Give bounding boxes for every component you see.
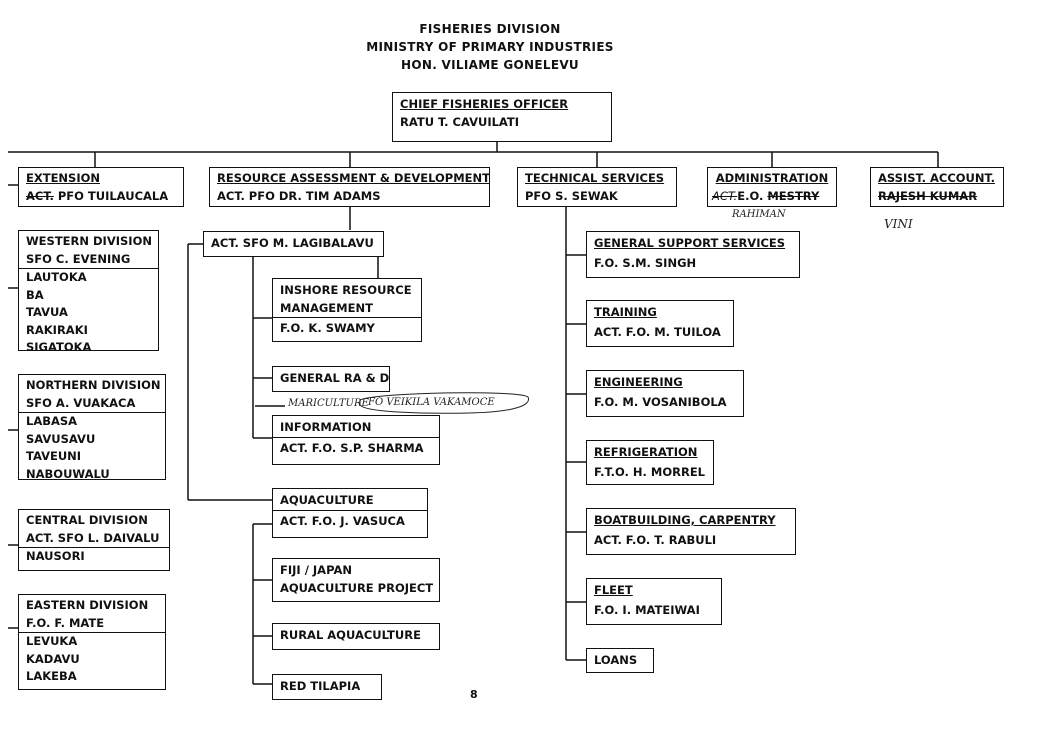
technical-unit-name: ACT. F.O. M. TUILOA bbox=[594, 324, 721, 339]
inshore-box: INSHORE RESOURCE MANAGEMENT F.O. K. SWAM… bbox=[272, 278, 422, 342]
inshore-title-2: MANAGEMENT bbox=[280, 300, 373, 315]
technical-name: PFO S. SEWAK bbox=[525, 188, 618, 203]
mariculture-oval bbox=[359, 392, 530, 414]
inshore-title-1: INSHORE RESOURCE bbox=[280, 283, 412, 297]
technical-unit-title: FLEET bbox=[594, 583, 633, 597]
western-title: WESTERN DIVISION bbox=[26, 234, 152, 248]
header-line-3: HON. VILIAME GONELEVU bbox=[401, 58, 579, 72]
extension-box: EXTENSION ACT. PFO TUILAUCALA bbox=[18, 167, 184, 207]
page-number: 8 bbox=[470, 688, 478, 701]
technical-unit-title: TRAINING bbox=[594, 305, 657, 319]
northern-division-box: NORTHERN DIVISION SFO A. VUAKACA LABASA … bbox=[18, 374, 166, 480]
fiji-japan-line-2: AQUACULTURE PROJECT bbox=[280, 580, 434, 595]
accounts-handwritten: VINI bbox=[884, 217, 913, 231]
eastern-station: LEVUKA bbox=[19, 632, 165, 651]
technical-unit-name: F.O. I. MATEIWAI bbox=[594, 602, 700, 617]
western-officer: SFO C. EVENING bbox=[26, 251, 131, 266]
header-line-1: FISHERIES DIVISION bbox=[419, 22, 561, 36]
northern-station: NABOUWALU bbox=[26, 466, 110, 481]
chief-name: RATU T. CAVUILATI bbox=[400, 114, 520, 129]
chief-title: CHIEF FISHERIES OFFICER bbox=[400, 97, 569, 111]
technical-unit-title: BOATBUILDING, CARPENTRY bbox=[594, 513, 776, 527]
technical-unit-title: ENGINEERING bbox=[594, 375, 683, 389]
administration-struck-name: MESTRY bbox=[767, 188, 820, 203]
sfo-name: ACT. SFO M. LAGIBALAVU bbox=[211, 236, 374, 250]
eastern-division-box: EASTERN DIVISION F.O. F. MATE LEVUKA KAD… bbox=[18, 594, 166, 690]
general-rad-title: GENERAL RA & D bbox=[280, 371, 390, 385]
western-station: RAKIRAKI bbox=[26, 322, 88, 337]
eastern-station: LAKEBA bbox=[26, 669, 77, 683]
technical-unit-box: FLEET F.O. I. MATEIWAI bbox=[586, 578, 722, 625]
extension-name-struck: ACT. bbox=[26, 188, 54, 203]
western-station: LAUTOKA bbox=[19, 268, 158, 287]
resource-title: RESOURCE ASSESSMENT & DEVELOPMENT bbox=[217, 171, 490, 185]
administration-box: ADMINISTRATION ACT.E.O. MESTRY bbox=[707, 167, 837, 207]
northern-station: TAVEUNI bbox=[26, 449, 82, 463]
accounts-struck-name: RAJESH KUMAR bbox=[878, 188, 978, 203]
technical-unit-box: REFRIGERATION F.T.O. H. MORREL bbox=[586, 440, 714, 485]
information-title: INFORMATION bbox=[280, 420, 372, 434]
eastern-station: KADAVU bbox=[26, 651, 80, 666]
northern-title: NORTHERN DIVISION bbox=[26, 378, 161, 392]
northern-station: SAVUSAVU bbox=[26, 431, 96, 446]
technical-unit-box: GENERAL SUPPORT SERVICES F.O. S.M. SINGH bbox=[586, 231, 800, 278]
mariculture-officer-note: FO VEIKILA VAKAMOCE bbox=[368, 397, 495, 408]
accounts-box: ASSIST. ACCOUNT. RAJESH KUMAR bbox=[870, 167, 1004, 207]
technical-unit-box: TRAINING ACT. F.O. M. TUILOA bbox=[586, 300, 734, 347]
administration-title: ADMINISTRATION bbox=[715, 171, 829, 185]
resource-name: ACT. PFO DR. TIM ADAMS bbox=[217, 188, 381, 203]
western-station: BA bbox=[26, 287, 44, 302]
northern-officer: SFO A. VUAKACA bbox=[26, 395, 136, 410]
fiji-japan-line-1: FIJI / JAPAN bbox=[280, 563, 352, 577]
administration-prefix: ACT. bbox=[712, 188, 738, 203]
mariculture-note: MARICULTURE bbox=[288, 398, 369, 409]
western-station: TAVUA bbox=[26, 305, 68, 319]
resource-box: RESOURCE ASSESSMENT & DEVELOPMENT ACT. P… bbox=[209, 167, 490, 207]
northern-station: LABASA bbox=[19, 412, 165, 431]
extension-title: EXTENSION bbox=[26, 171, 101, 185]
rural-aquaculture-box: RURAL AQUACULTURE bbox=[272, 623, 440, 650]
technical-box: TECHNICAL SERVICES PFO S. SEWAK bbox=[517, 167, 677, 207]
central-officer: ACT. SFO L. DAIVALU bbox=[26, 530, 160, 545]
technical-unit-name: F.O. S.M. SINGH bbox=[594, 255, 697, 270]
extension-name: ACT. PFO TUILAUCALA bbox=[19, 188, 183, 206]
technical-unit-box: BOATBUILDING, CARPENTRY ACT. F.O. T. RAB… bbox=[586, 508, 796, 555]
central-station: NAUSORI bbox=[19, 547, 169, 566]
extension-name-text: PFO TUILAUCALA bbox=[57, 188, 169, 203]
central-title: CENTRAL DIVISION bbox=[26, 513, 148, 527]
eastern-officer: F.O. F. MATE bbox=[26, 615, 105, 630]
red-tilapia-title: RED TILAPIA bbox=[280, 679, 361, 693]
information-box: INFORMATION ACT. F.O. S.P. SHARMA bbox=[272, 415, 440, 465]
technical-title: TECHNICAL SERVICES bbox=[525, 171, 665, 185]
aquaculture-box: AQUACULTURE ACT. F.O. J. VASUCA bbox=[272, 488, 428, 538]
technical-unit-name: F.O. M. VOSANIBOLA bbox=[594, 394, 727, 409]
rural-aquaculture-title: RURAL AQUACULTURE bbox=[280, 628, 421, 642]
central-division-box: CENTRAL DIVISION ACT. SFO L. DAIVALU NAU… bbox=[18, 509, 170, 571]
accounts-title: ASSIST. ACCOUNT. bbox=[878, 171, 995, 185]
sfo-box: ACT. SFO M. LAGIBALAVU bbox=[203, 231, 384, 257]
western-station: SIGATOKA bbox=[26, 340, 92, 354]
technical-unit-title: GENERAL SUPPORT SERVICES bbox=[594, 236, 786, 250]
red-tilapia-box: RED TILAPIA bbox=[272, 674, 382, 700]
administration-handwritten: RAHIMAN bbox=[732, 209, 786, 220]
aquaculture-title: AQUACULTURE bbox=[280, 493, 374, 507]
eastern-title: EASTERN DIVISION bbox=[26, 598, 149, 612]
fiji-japan-box: FIJI / JAPAN AQUACULTURE PROJECT bbox=[272, 558, 440, 602]
western-division-box: WESTERN DIVISION SFO C. EVENING LAUTOKA … bbox=[18, 230, 159, 354]
header-line-2: MINISTRY OF PRIMARY INDUSTRIES bbox=[366, 40, 614, 54]
technical-unit-name: ACT. F.O. T. RABULI bbox=[594, 532, 717, 547]
administration-name: ACT.E.O. MESTRY bbox=[708, 188, 836, 206]
administration-eo: E.O. bbox=[737, 188, 764, 203]
technical-unit-box: ENGINEERING F.O. M. VOSANIBOLA bbox=[586, 370, 744, 417]
inshore-name: F.O. K. SWAMY bbox=[273, 317, 421, 338]
technical-unit-title: REFRIGERATION bbox=[594, 445, 698, 459]
loans-box: LOANS bbox=[586, 648, 654, 673]
loans-title: LOANS bbox=[594, 653, 638, 667]
information-name: ACT. F.O. S.P. SHARMA bbox=[273, 436, 439, 458]
technical-unit-name: F.T.O. H. MORREL bbox=[594, 464, 706, 479]
aquaculture-name: ACT. F.O. J. VASUCA bbox=[273, 509, 427, 531]
general-rad-box: GENERAL RA & D bbox=[272, 366, 390, 392]
chief-box: CHIEF FISHERIES OFFICER RATU T. CAVUILAT… bbox=[392, 92, 612, 142]
